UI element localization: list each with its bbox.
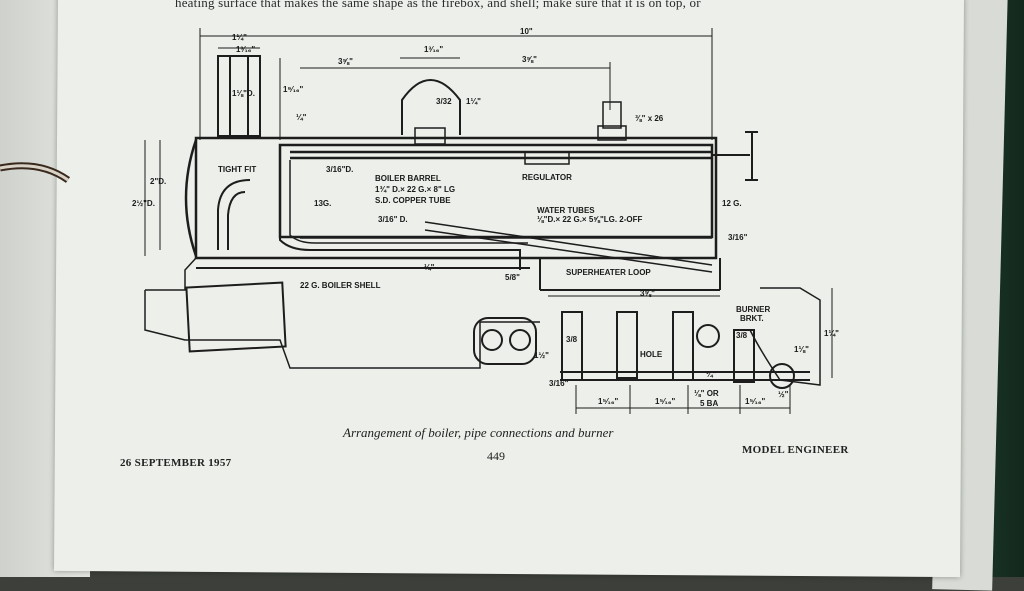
ring-binding-icon: [0, 162, 71, 183]
dim-left-d2: 2½"D.: [132, 199, 155, 208]
dim-b1: 1⁵⁄₁₆": [598, 397, 618, 406]
label-3-16-db: 3/16"D.: [326, 165, 353, 174]
dim-h1: 1⁹⁄₁₆": [283, 85, 304, 94]
label-burner: BURNER: [736, 305, 770, 314]
dim-b2: 1⁵⁄₁₆": [655, 397, 675, 406]
dim-quarter: ¼": [424, 263, 435, 272]
label-regulator: REGULATOR: [522, 173, 572, 182]
dim-top-a: 1¼": [232, 33, 247, 42]
label-12g: 12 G.: [722, 199, 742, 208]
dim-b5: 1⅛": [794, 345, 809, 354]
label-13g: 13G.: [314, 199, 331, 208]
label-3-16-d: 3/16" D.: [378, 215, 408, 224]
dim-one14: 1¼": [824, 329, 839, 338]
dim-left-d1: 2"D.: [150, 177, 166, 186]
dim-three8b: 3/8: [736, 331, 748, 340]
dim-three58: 3⅝": [640, 289, 655, 298]
label-copper-tube: S.D. COPPER TUBE: [375, 196, 451, 205]
dim-top-e: 3⅝": [522, 55, 537, 64]
page-number: 449: [487, 449, 505, 463]
figure-caption: Arrangement of boiler, pipe connections …: [343, 425, 614, 440]
dim-b3: 1⁵⁄₁₆": [745, 397, 765, 406]
magazine-title: MODEL ENGINEER: [742, 444, 849, 456]
label-tight-fit: TIGHT FIT: [218, 165, 256, 174]
label-brkt: BRKT.: [740, 314, 764, 323]
dim-h2: ¼": [296, 113, 307, 122]
boiler-technical-drawing: BOILER BARREL 1¾" D.× 22 G.× 8" LG S.D. …: [132, 27, 839, 414]
dim-top-b: 1³⁄₁₆": [236, 45, 255, 54]
dim-fitting: ⅜" x 26: [635, 114, 664, 123]
label-water-tubes: WATER TUBES: [537, 206, 595, 215]
label-hole: HOLE: [640, 350, 663, 359]
label-water-tubes-spec: ⅛"D.× 22 G.× 5⅝"LG. 2-OFF: [537, 215, 643, 224]
dim-right-316: 3/16": [728, 233, 748, 242]
footer-date: 26 SEPTEMBER 1957: [120, 457, 232, 469]
label-boiler-barrel: BOILER BARREL: [375, 174, 441, 183]
label-barrel-spec: 1¾" D.× 22 G.× 8" LG: [375, 185, 455, 194]
dim-d316c: 3/16": [549, 379, 569, 388]
dim-five8: 5/8": [505, 273, 520, 282]
dim-top-d: 1³⁄₁₆": [424, 45, 443, 54]
label-5ba: 5 BA: [700, 399, 718, 408]
label-superheater-loop: SUPERHEATER LOOP: [566, 268, 651, 277]
dim-top-c: 3⅝": [338, 57, 353, 66]
dim-three8: 3/8: [566, 335, 578, 344]
dim-chimney: 1⅛"D.: [232, 89, 255, 98]
dim-quarter-b: ¼": [706, 370, 717, 379]
dim-overall: 10": [520, 27, 533, 36]
dim-h3: 3/32: [436, 97, 452, 106]
dim-b4: ½": [778, 390, 789, 399]
label-boiler-shell: 22 G. BOILER SHELL: [300, 281, 381, 290]
top-body-text: heating surface that makes the same shap…: [175, 0, 701, 10]
dim-h4: 1¼": [466, 97, 481, 106]
label-or: ⅛" OR: [694, 389, 719, 398]
dim-one-half: 1½": [534, 351, 549, 360]
